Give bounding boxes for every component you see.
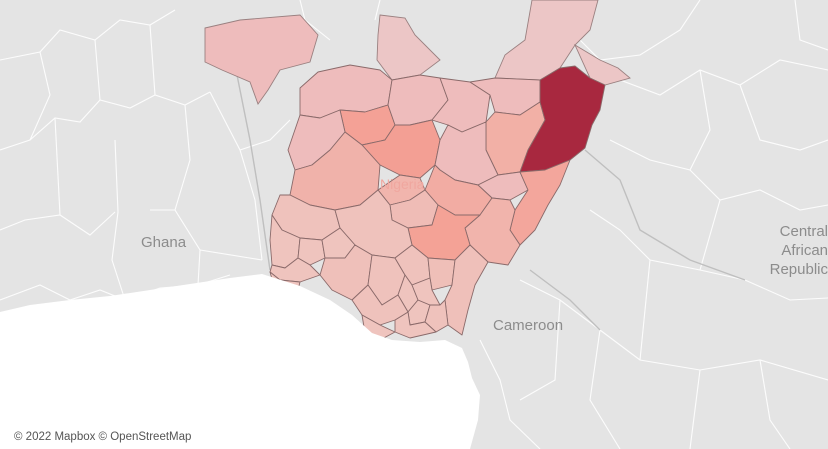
state-ebonyi[interactable] [427,257,456,291]
country-label-ghana: Ghana [141,234,187,251]
car-label-line3: Republic [769,261,828,278]
state-osun[interactable] [297,237,326,266]
map-attribution[interactable]: © 2022 Mapbox © OpenStreetMap [12,431,194,443]
niger-region-west[interactable] [204,14,319,105]
country-label-cameroon: Cameroon [493,317,564,334]
niger-regions [204,0,631,105]
car-label-line2: African [781,242,828,259]
nigeria-states [269,64,606,341]
state-cross-river[interactable] [444,244,489,336]
country-label-central-african-republic: Central African Republic [752,222,828,279]
bioko-island [432,348,444,362]
car-label-line1: Central [779,223,828,240]
country-label-nigeria: Nigeria [380,176,425,192]
state-rivers[interactable] [394,311,437,339]
ocean [0,274,480,449]
state-borno[interactable] [519,65,606,173]
